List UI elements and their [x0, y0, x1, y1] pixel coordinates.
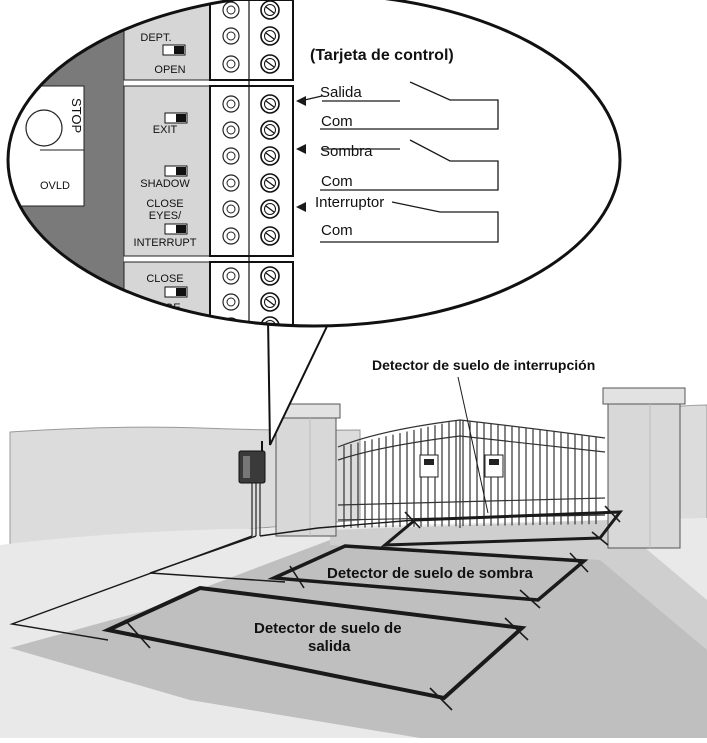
terminal-label-salida: Salida	[320, 84, 362, 101]
dept-label: DEPT.	[140, 32, 171, 44]
right-pillar	[602, 387, 686, 549]
exit-loop	[101, 585, 529, 711]
background-wall	[9, 426, 361, 549]
close-edge-label-line1: CLOSE	[146, 273, 183, 285]
terminal-screw-pair	[222, 266, 280, 286]
terminal-screw-pair	[222, 146, 280, 166]
exit-loop-label-line2: salida	[308, 638, 351, 655]
terminal-screw-pair	[222, 26, 280, 46]
terminal-screw-pair	[222, 199, 280, 219]
terminal-screw-pair	[222, 54, 280, 74]
control-box	[238, 441, 266, 536]
stop-button-ring	[25, 109, 63, 147]
shadow-label: SHADOW	[140, 178, 190, 190]
exit-loop-label-line1: Detector de suelo de	[254, 620, 402, 637]
interrupt-loop-leader	[457, 376, 489, 514]
gate-sign-left	[419, 454, 439, 478]
terminal-arrows	[296, 96, 306, 212]
dip-switch	[164, 112, 188, 124]
terminal-screw-pair	[222, 173, 280, 193]
terminal-screw-pair	[222, 0, 280, 20]
exit-label: EXIT	[153, 124, 178, 136]
gate	[337, 419, 606, 528]
terminal-screw-pair	[222, 226, 280, 246]
terminal-block-top	[209, 0, 294, 81]
terminal-wiring	[299, 81, 499, 243]
dip-switch	[164, 223, 188, 235]
gate-sign-right	[484, 454, 504, 478]
callout-bubble: STOP OVLD DEPT. OPEN EXIT SHADOW CLOSE E…	[6, 0, 622, 328]
shadow-loop	[267, 544, 589, 609]
dip-switch	[162, 44, 186, 56]
scene: Detector de suelo de interrupción Detect…	[0, 357, 707, 738]
terminal-block-mid	[209, 85, 294, 257]
stop-label: STOP	[69, 98, 84, 133]
terminal-label-com-2: Com	[321, 173, 353, 190]
terminal-screw-pair	[222, 94, 280, 114]
terminal-label-com-1: Com	[321, 113, 353, 130]
dip-switch	[164, 165, 188, 177]
terminal-label-com-3: Com	[321, 222, 353, 239]
callout-outline	[6, 0, 622, 328]
left-pillar	[271, 403, 341, 537]
close-eyes-label-line1: CLOSE	[146, 198, 183, 210]
control-board-title: (Tarjeta de control)	[310, 47, 454, 64]
terminal-label-sombra: Sombra	[320, 143, 373, 160]
driveway-upper	[330, 520, 707, 650]
terminal-label-interruptor: Interruptor	[315, 194, 384, 211]
dip-switch	[164, 286, 188, 298]
driveway	[10, 540, 707, 738]
terminal-screw-pair	[222, 292, 280, 312]
lead-wires	[9, 519, 416, 641]
interrupt-loop	[380, 505, 624, 547]
close-eyes-label-line2: EYES/	[149, 210, 182, 222]
interrupt-loop-label: Detector de suelo de interrupción	[372, 357, 595, 373]
open-label: OPEN	[154, 64, 185, 76]
terminal-screw-pair	[222, 120, 280, 140]
interrupt-label: INTERRUPT	[134, 237, 197, 249]
ovld-label: OVLD	[40, 180, 70, 192]
shadow-loop-label: Detector de suelo de sombra	[327, 565, 534, 582]
